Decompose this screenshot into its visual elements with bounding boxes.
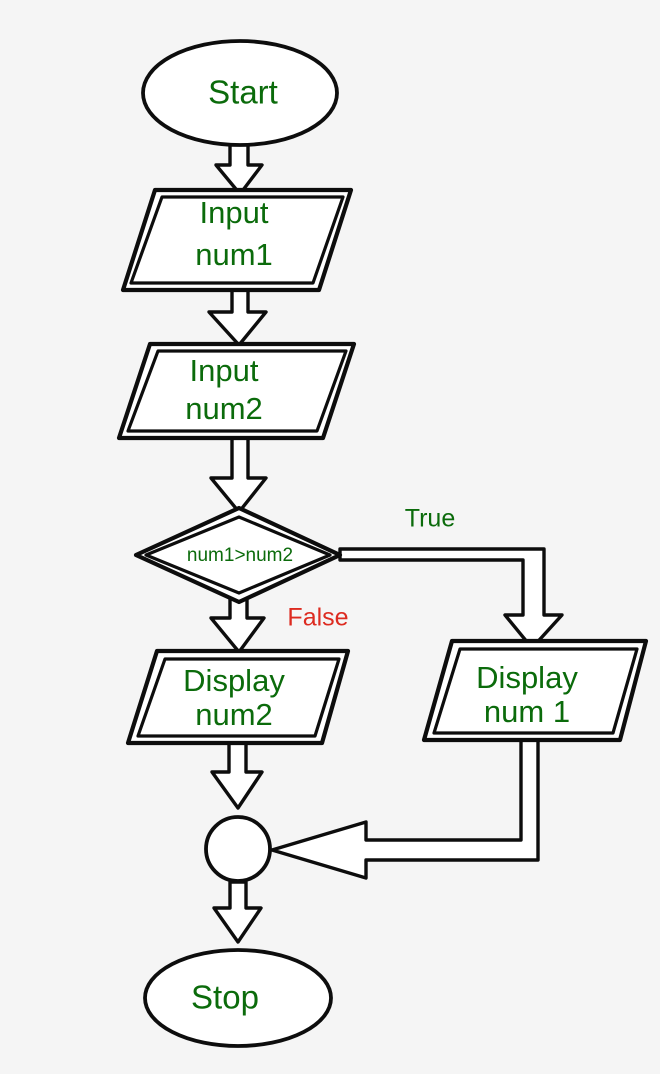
edge-label-true: True	[405, 505, 455, 533]
stop-ellipse-shape	[143, 948, 333, 1048]
display-num2-label-line2: num2	[195, 697, 273, 732]
edge-display-num2-to-junction	[210, 741, 264, 810]
start-ellipse-shape	[141, 39, 339, 147]
decision-diamond-inner	[144, 515, 332, 595]
display-num1-label-line1: Display	[476, 660, 578, 695]
edge-input-num1-to-input-num2	[207, 288, 268, 347]
node-stop[interactable]: Stop	[143, 948, 333, 1048]
start-label: Start	[208, 74, 278, 111]
input-num2-label-line2: num2	[185, 391, 263, 426]
edge-decision-true-to-display-num1	[338, 547, 564, 650]
node-input-num1[interactable]: Input num1	[120, 187, 354, 293]
node-input-num2[interactable]: Input num2	[116, 341, 357, 441]
input-num1-parallelogram-inner	[129, 195, 345, 285]
edge-decision-false-to-display-num2	[209, 595, 266, 654]
junction-circle-shape	[204, 815, 272, 883]
node-display-num2[interactable]: Display num2	[125, 648, 351, 746]
node-decision[interactable]: num1>num2	[133, 505, 343, 605]
input-num1-parallelogram-shape	[120, 187, 354, 293]
edge-label-false: False	[287, 604, 348, 632]
display-num2-parallelogram-shape	[125, 648, 351, 746]
input-num1-label-line2: num1	[195, 237, 273, 272]
input-num2-parallelogram-inner	[126, 349, 348, 433]
display-num1-parallelogram-inner	[432, 647, 639, 735]
edge-junction-to-stop	[212, 880, 263, 944]
edge-input-num2-to-decision	[209, 436, 268, 514]
input-num2-label-line1: Input	[190, 353, 259, 388]
edge-display-num1-to-junction	[270, 738, 540, 880]
node-start[interactable]: Start	[141, 39, 339, 147]
node-junction-connector[interactable]	[204, 815, 272, 883]
input-num2-parallelogram-shape	[116, 341, 357, 441]
display-num2-parallelogram-inner	[136, 657, 341, 738]
input-num1-label-line1: Input	[200, 195, 269, 230]
stop-label: Stop	[191, 979, 259, 1016]
edge-start-to-input-num1	[214, 140, 264, 196]
decision-label: num1>num2	[187, 545, 293, 566]
decision-diamond-shape	[133, 505, 343, 605]
display-num2-label-line1: Display	[183, 663, 285, 698]
display-num1-parallelogram-shape	[421, 638, 649, 743]
node-display-num1[interactable]: Display num 1	[421, 638, 649, 743]
display-num1-label-line2: num 1	[484, 694, 570, 729]
